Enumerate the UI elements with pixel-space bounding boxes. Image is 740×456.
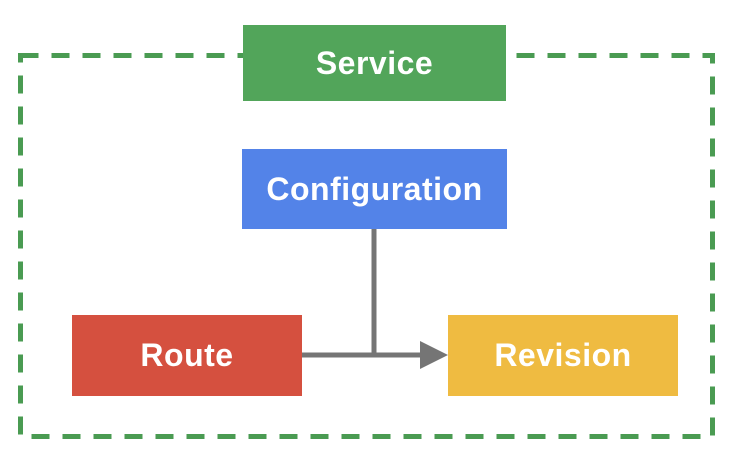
node-route: Route [72,315,302,396]
node-configuration-label: Configuration [266,170,483,207]
node-configuration: Configuration [242,149,507,229]
arrowhead-icon [420,341,448,369]
node-revision: Revision [448,315,678,396]
node-service: Service [243,25,506,101]
node-service-label: Service [315,44,434,81]
node-route-label: Route [140,337,234,373]
node-revision-label: Revision [494,337,632,373]
